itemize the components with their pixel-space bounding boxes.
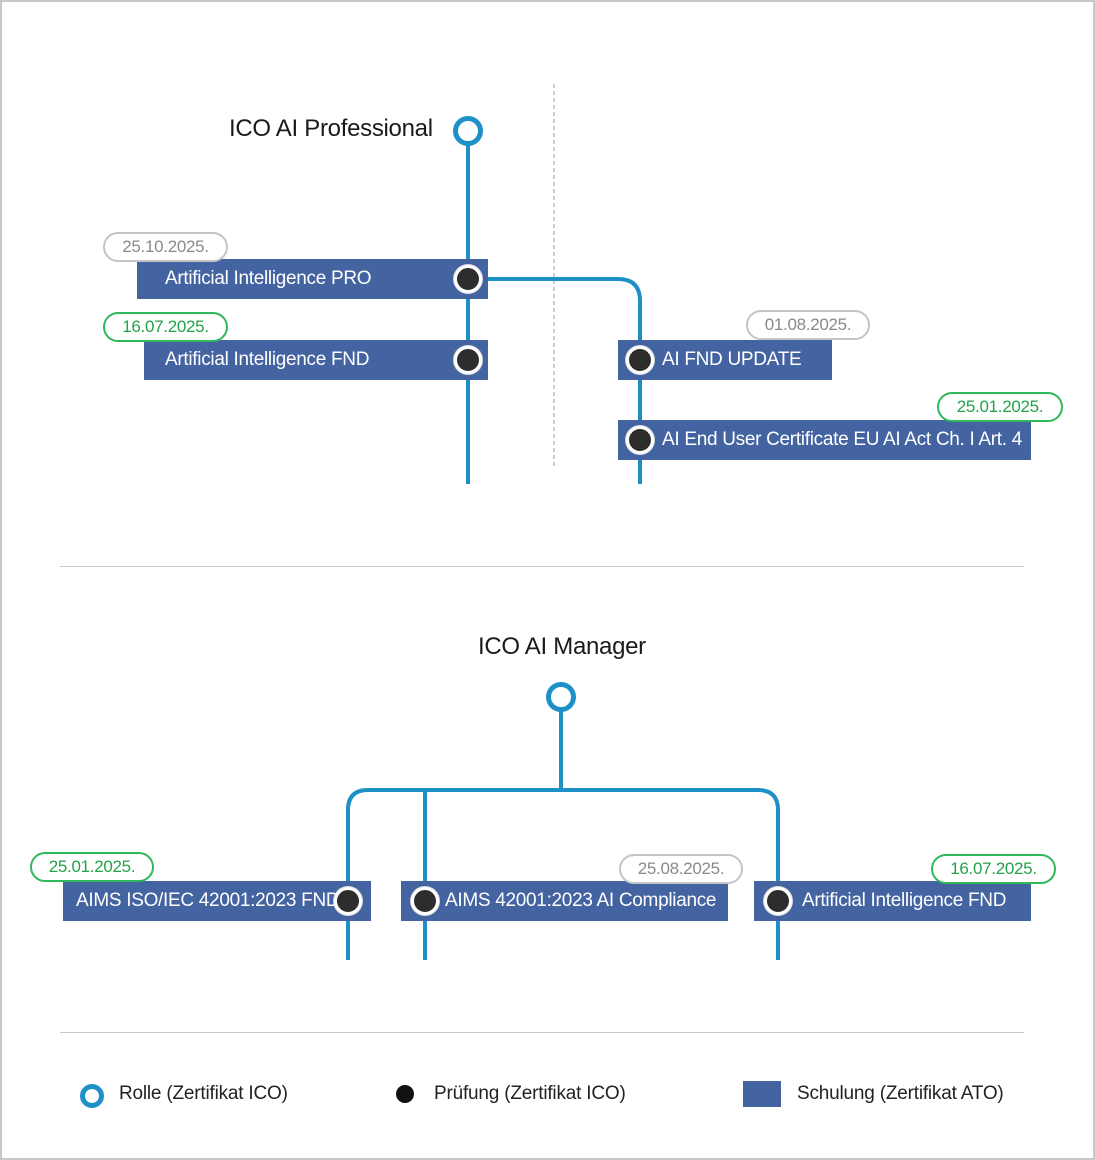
section-divider-bottom [60, 1032, 1024, 1033]
manager-branch-line [346, 788, 780, 960]
manager-role-icon [546, 682, 576, 712]
course-manager-ai-fnd[interactable]: Artificial Intelligence FND [754, 881, 1031, 921]
professional-title: ICO AI Professional [229, 115, 433, 142]
manager-title: ICO AI Manager [478, 633, 646, 660]
date-badge-ai-fnd: 16.07.2025. [103, 312, 228, 342]
course-aims-iso-fnd[interactable]: AIMS ISO/IEC 42001:2023 FND [63, 881, 371, 921]
legend-exam-icon [396, 1085, 414, 1103]
exam-ai-fnd-icon [454, 346, 482, 374]
exam-ai-end-user-icon [626, 426, 654, 454]
date-badge-aims-iso-fnd: 25.01.2025. [30, 852, 154, 882]
exam-ai-fnd-update-icon [626, 346, 654, 374]
exam-aims-iso-fnd-icon [334, 887, 362, 915]
professional-role-icon [453, 116, 483, 146]
exam-ai-pro-icon [454, 265, 482, 293]
legend-role-icon [80, 1084, 104, 1108]
date-badge-manager-ai-fnd: 16.07.2025. [931, 854, 1056, 884]
legend-role-label: Rolle (Zertifikat ICO) [119, 1083, 288, 1104]
date-badge-ai-fnd-update: 01.08.2025. [746, 310, 870, 340]
exam-manager-ai-fnd-icon [764, 887, 792, 915]
date-badge-ai-pro: 25.10.2025. [103, 232, 228, 262]
legend-training-icon [743, 1081, 781, 1107]
legend-exam-label: Prüfung (Zertifikat ICO) [434, 1083, 626, 1104]
legend-training-label: Schulung (Zertifikat ATO) [797, 1083, 1004, 1104]
date-badge-ai-end-user: 25.01.2025. [937, 392, 1063, 422]
section-divider-top [60, 566, 1024, 567]
exam-aims-ai-compliance-icon [411, 887, 439, 915]
course-ai-fnd[interactable]: Artificial Intelligence FND [144, 340, 488, 380]
course-ai-pro[interactable]: Artificial Intelligence PRO [137, 259, 488, 299]
professional-branch-line [468, 277, 642, 484]
course-aims-ai-compliance[interactable]: AIMS 42001:2023 AI Compliance [401, 881, 728, 921]
date-badge-aims-ai-compliance: 25.08.2025. [619, 854, 743, 884]
course-ai-end-user[interactable]: AI End User Certificate EU AI Act Ch. I … [618, 420, 1031, 460]
